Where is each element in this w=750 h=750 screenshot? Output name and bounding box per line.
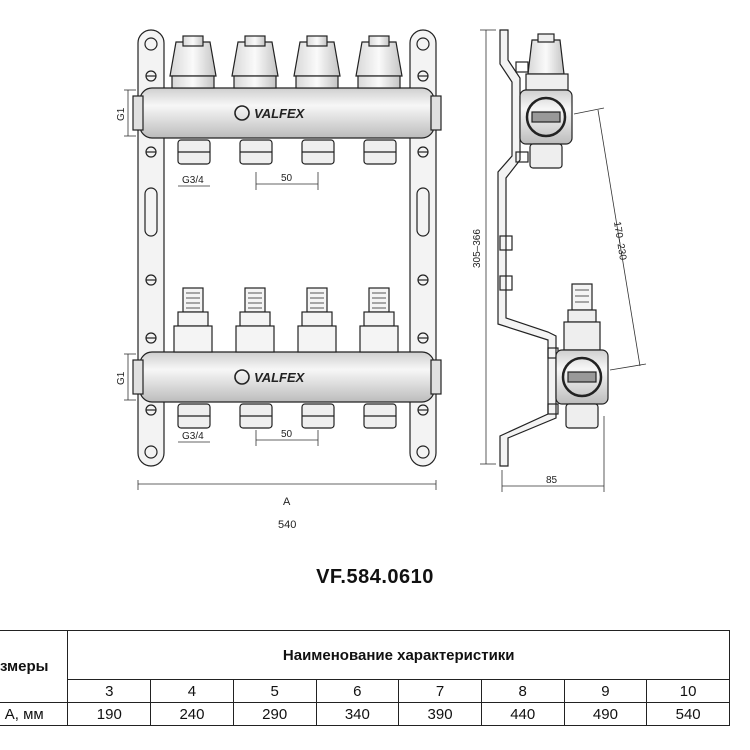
flow-meters [173, 287, 399, 353]
side-upper-valve [519, 33, 573, 169]
table-cell: 3 [67, 679, 152, 703]
side-lower-valve [555, 283, 609, 429]
width-symbol: A [283, 496, 291, 508]
offset-range-label: 170–230 [611, 221, 628, 262]
width-value: 540 [278, 519, 296, 531]
table-cell: 540 [646, 702, 730, 726]
table-cell: 190 [67, 702, 152, 726]
side-dimensions [480, 29, 647, 492]
table-row: A, мм 190 240 290 340 390 440 490 540 [0, 702, 730, 726]
depth-label: 85 [546, 475, 558, 486]
table-cell: 6 [315, 679, 400, 703]
table-row-header: змеры [0, 630, 69, 703]
inlet-thread-label-bottom: G1 [116, 371, 127, 385]
manifold-drawing: VALFEX VALFEX G1 G1 G3/4 G3/4 50 50 A 54… [116, 29, 647, 531]
outlet-thread-label-top: G3/4 [182, 175, 204, 186]
brand-logo-bottom: VALFEX [254, 370, 306, 385]
height-range-label: 305–366 [472, 229, 483, 268]
table-outputs-row: 3 4 5 6 7 8 9 10 [0, 679, 730, 703]
table-cell: 290 [232, 702, 317, 726]
table-cell: 340 [315, 702, 400, 726]
pitch-label-top: 50 [281, 173, 293, 184]
table-cell: 440 [480, 702, 565, 726]
brand-logo-top: VALFEX [254, 106, 306, 121]
table-cell: 390 [398, 702, 482, 726]
table-cell: 5 [232, 679, 317, 703]
table-cell: 10 [646, 679, 730, 703]
table-row-label: A, мм [0, 702, 69, 726]
table-cell: 9 [563, 679, 648, 703]
table-cell: 8 [480, 679, 565, 703]
model-number: VF.584.0610 [316, 566, 434, 588]
table-cell: 7 [398, 679, 482, 703]
top-outlets [177, 139, 397, 165]
bottom-outlets [177, 403, 397, 429]
table-cell: 240 [150, 702, 234, 726]
table-cell: 490 [563, 702, 648, 726]
side-view [497, 29, 609, 467]
top-valve-caps [169, 35, 403, 89]
table-header-row: змеры Наименование характеристики [0, 630, 730, 703]
table-cell: 4 [150, 679, 234, 703]
table-caption: Наименование характеристики [67, 630, 730, 680]
front-dimensions [124, 89, 437, 490]
inlet-thread-label-top: G1 [116, 107, 127, 121]
pitch-label-bottom: 50 [281, 429, 293, 440]
spec-table: змеры Наименование характеристики 3 4 5 … [0, 630, 730, 726]
front-view [132, 29, 442, 467]
outlet-thread-label-bottom: G3/4 [182, 431, 204, 442]
